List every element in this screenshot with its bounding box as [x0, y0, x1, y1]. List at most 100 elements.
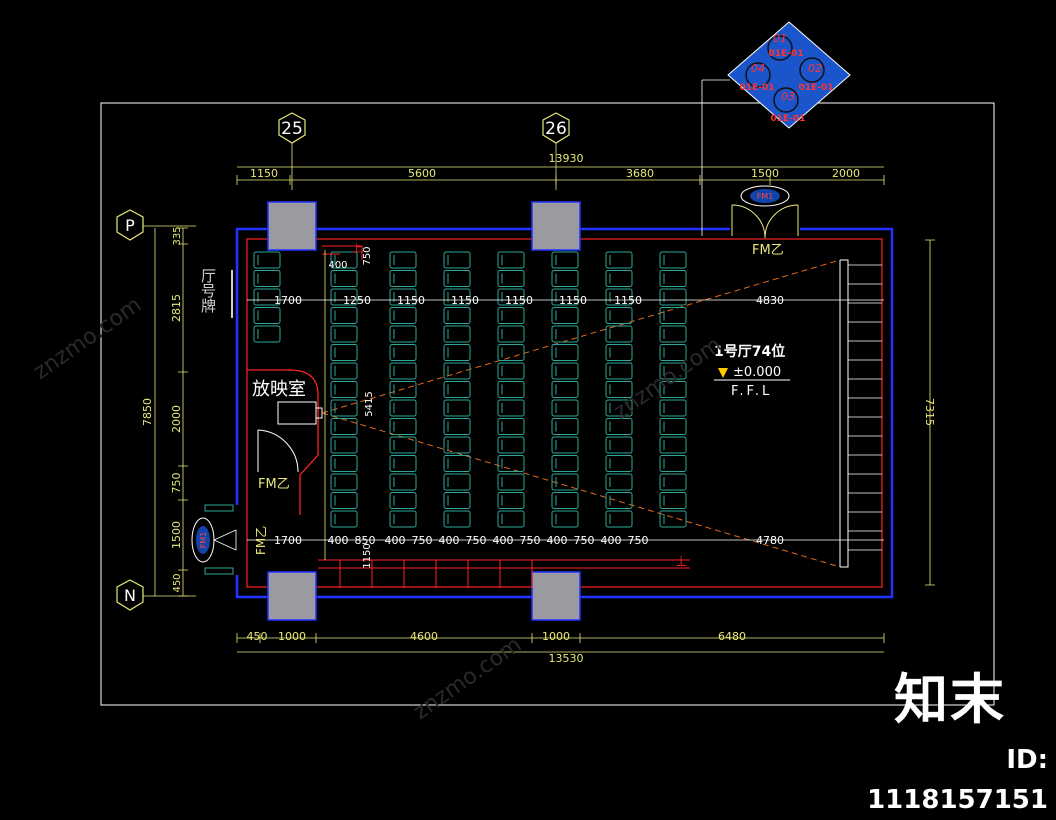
seat — [551, 325, 579, 343]
seat — [605, 510, 633, 528]
seat — [605, 288, 633, 306]
stage-steps — [848, 264, 882, 551]
dim-left-seg: 450 — [172, 573, 183, 592]
seat-row-dim: 750 — [520, 534, 541, 547]
seat-row-dim: 1150 — [505, 294, 533, 307]
seat — [605, 325, 633, 343]
seat — [497, 362, 525, 380]
seat-row-dim: 1150 — [559, 294, 587, 307]
seat — [443, 455, 471, 472]
seat-row-dim: 1150 — [397, 294, 425, 307]
door-tag-top: FM1 — [740, 185, 790, 207]
seat-column — [605, 251, 633, 528]
seat — [605, 492, 633, 509]
seat — [389, 381, 417, 398]
dim-top-total: 13930 — [549, 152, 584, 165]
seat-row-dim: 1700 — [274, 534, 302, 547]
seat — [605, 399, 633, 417]
seat — [443, 325, 471, 343]
seat-column — [253, 251, 281, 343]
seat — [330, 270, 358, 287]
legend-code: 01E-01 — [799, 83, 834, 93]
seat — [330, 344, 358, 361]
seat — [330, 288, 358, 306]
seat-row-dim: 750 — [412, 534, 433, 547]
door-swing-top — [731, 204, 799, 239]
seat — [330, 418, 358, 435]
seat-row-dim: 1250 — [343, 294, 371, 307]
screen-frame — [840, 259, 849, 568]
seat — [443, 418, 471, 435]
seat — [659, 251, 687, 269]
seat — [497, 381, 525, 398]
seat — [551, 418, 579, 435]
seat — [659, 492, 687, 509]
dim-right-total: 7315 — [923, 398, 936, 426]
seat — [659, 455, 687, 472]
seat — [253, 270, 281, 287]
seat — [551, 251, 579, 269]
sheet-frame — [100, 102, 995, 706]
dim-left-seg: 335 — [172, 226, 183, 245]
floor-label: F.F.L — [731, 384, 772, 399]
door-label-left: FM乙 — [258, 477, 290, 492]
axis-label: N — [124, 586, 136, 605]
seat-row-dim: 1150 — [614, 294, 642, 307]
seat — [330, 325, 358, 343]
seat — [497, 288, 525, 306]
seat-column — [551, 251, 579, 528]
seat — [659, 288, 687, 306]
column — [267, 201, 317, 251]
dim-left-seg: 750 — [170, 473, 183, 494]
seat — [443, 251, 471, 269]
seat — [497, 510, 525, 528]
dim-left-seg: 2000 — [170, 405, 183, 433]
legend-code: 01E-01 — [769, 49, 804, 59]
seat — [253, 251, 281, 269]
seat — [443, 510, 471, 528]
column — [531, 571, 581, 621]
seat — [330, 492, 358, 509]
seat — [605, 436, 633, 454]
dim-misc: 5415 — [364, 391, 375, 416]
axis-bubble-p: P — [116, 209, 196, 241]
door-label-bottom-left: FM乙 — [254, 526, 268, 555]
seat — [551, 362, 579, 380]
seat — [389, 362, 417, 380]
dim-top-seg: 1500 — [751, 167, 779, 180]
dim-bottom-total: 13530 — [549, 652, 584, 665]
seat — [330, 510, 358, 528]
dim-top-seg: 1150 — [250, 167, 278, 180]
aisle-stair — [318, 245, 690, 588]
seat — [659, 473, 687, 491]
axis-bubble-26: 26 — [542, 112, 570, 190]
seat-row-dim: 400 — [601, 534, 622, 547]
seat-row-dim: 1700 — [274, 294, 302, 307]
seat — [659, 381, 687, 398]
dim-bottom-seg: 1000 — [278, 630, 306, 643]
elevation-label: ±0.000 — [733, 365, 781, 380]
dim-top-seg: 3680 — [626, 167, 654, 180]
door-tag-left: FM1 — [191, 504, 237, 575]
dim-bottom-seg: 4600 — [410, 630, 438, 643]
dim-misc: 750 — [362, 246, 373, 265]
seat — [443, 399, 471, 417]
seat-column — [497, 251, 525, 528]
seat-row-dim: 750 — [628, 534, 649, 547]
floor-plan: 上 上 13930 1150 5600 3680 1500 2000 450 1… — [29, 21, 995, 725]
seat — [389, 418, 417, 435]
seat — [551, 399, 579, 417]
elevation-marker — [718, 368, 728, 378]
seat — [443, 436, 471, 454]
projection-line — [321, 412, 841, 568]
seat-column — [389, 251, 417, 528]
stair-label: 上 — [676, 555, 687, 568]
seat — [605, 270, 633, 287]
seat — [659, 270, 687, 287]
seat — [605, 251, 633, 269]
seat — [389, 325, 417, 343]
seat — [443, 344, 471, 361]
seat-row-dim: 400 — [547, 534, 568, 547]
dim-misc: 400 — [328, 260, 347, 271]
